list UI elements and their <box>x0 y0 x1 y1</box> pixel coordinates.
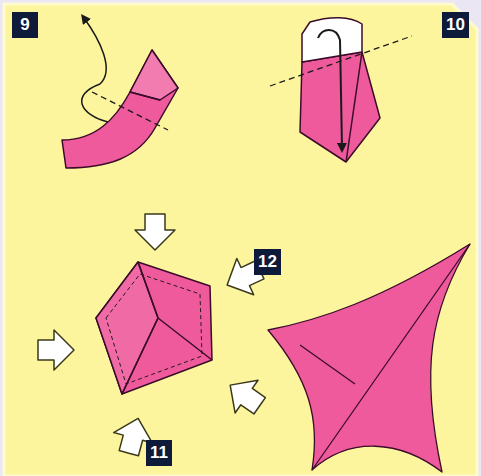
folded-pentagon <box>300 18 380 162</box>
folded-strip <box>62 50 178 168</box>
step-number: 9 <box>12 12 38 38</box>
step-number: 10 <box>442 12 469 38</box>
finished-star <box>268 244 470 472</box>
fold-arrow <box>318 30 342 148</box>
panel <box>4 4 477 476</box>
pentagon <box>96 262 212 394</box>
step-number: 11 <box>146 440 172 466</box>
push-arrows <box>38 214 271 458</box>
fold-line <box>92 92 168 130</box>
crease-lines <box>106 274 202 384</box>
fold-arrow <box>82 18 108 122</box>
step-number: 12 <box>254 249 281 275</box>
